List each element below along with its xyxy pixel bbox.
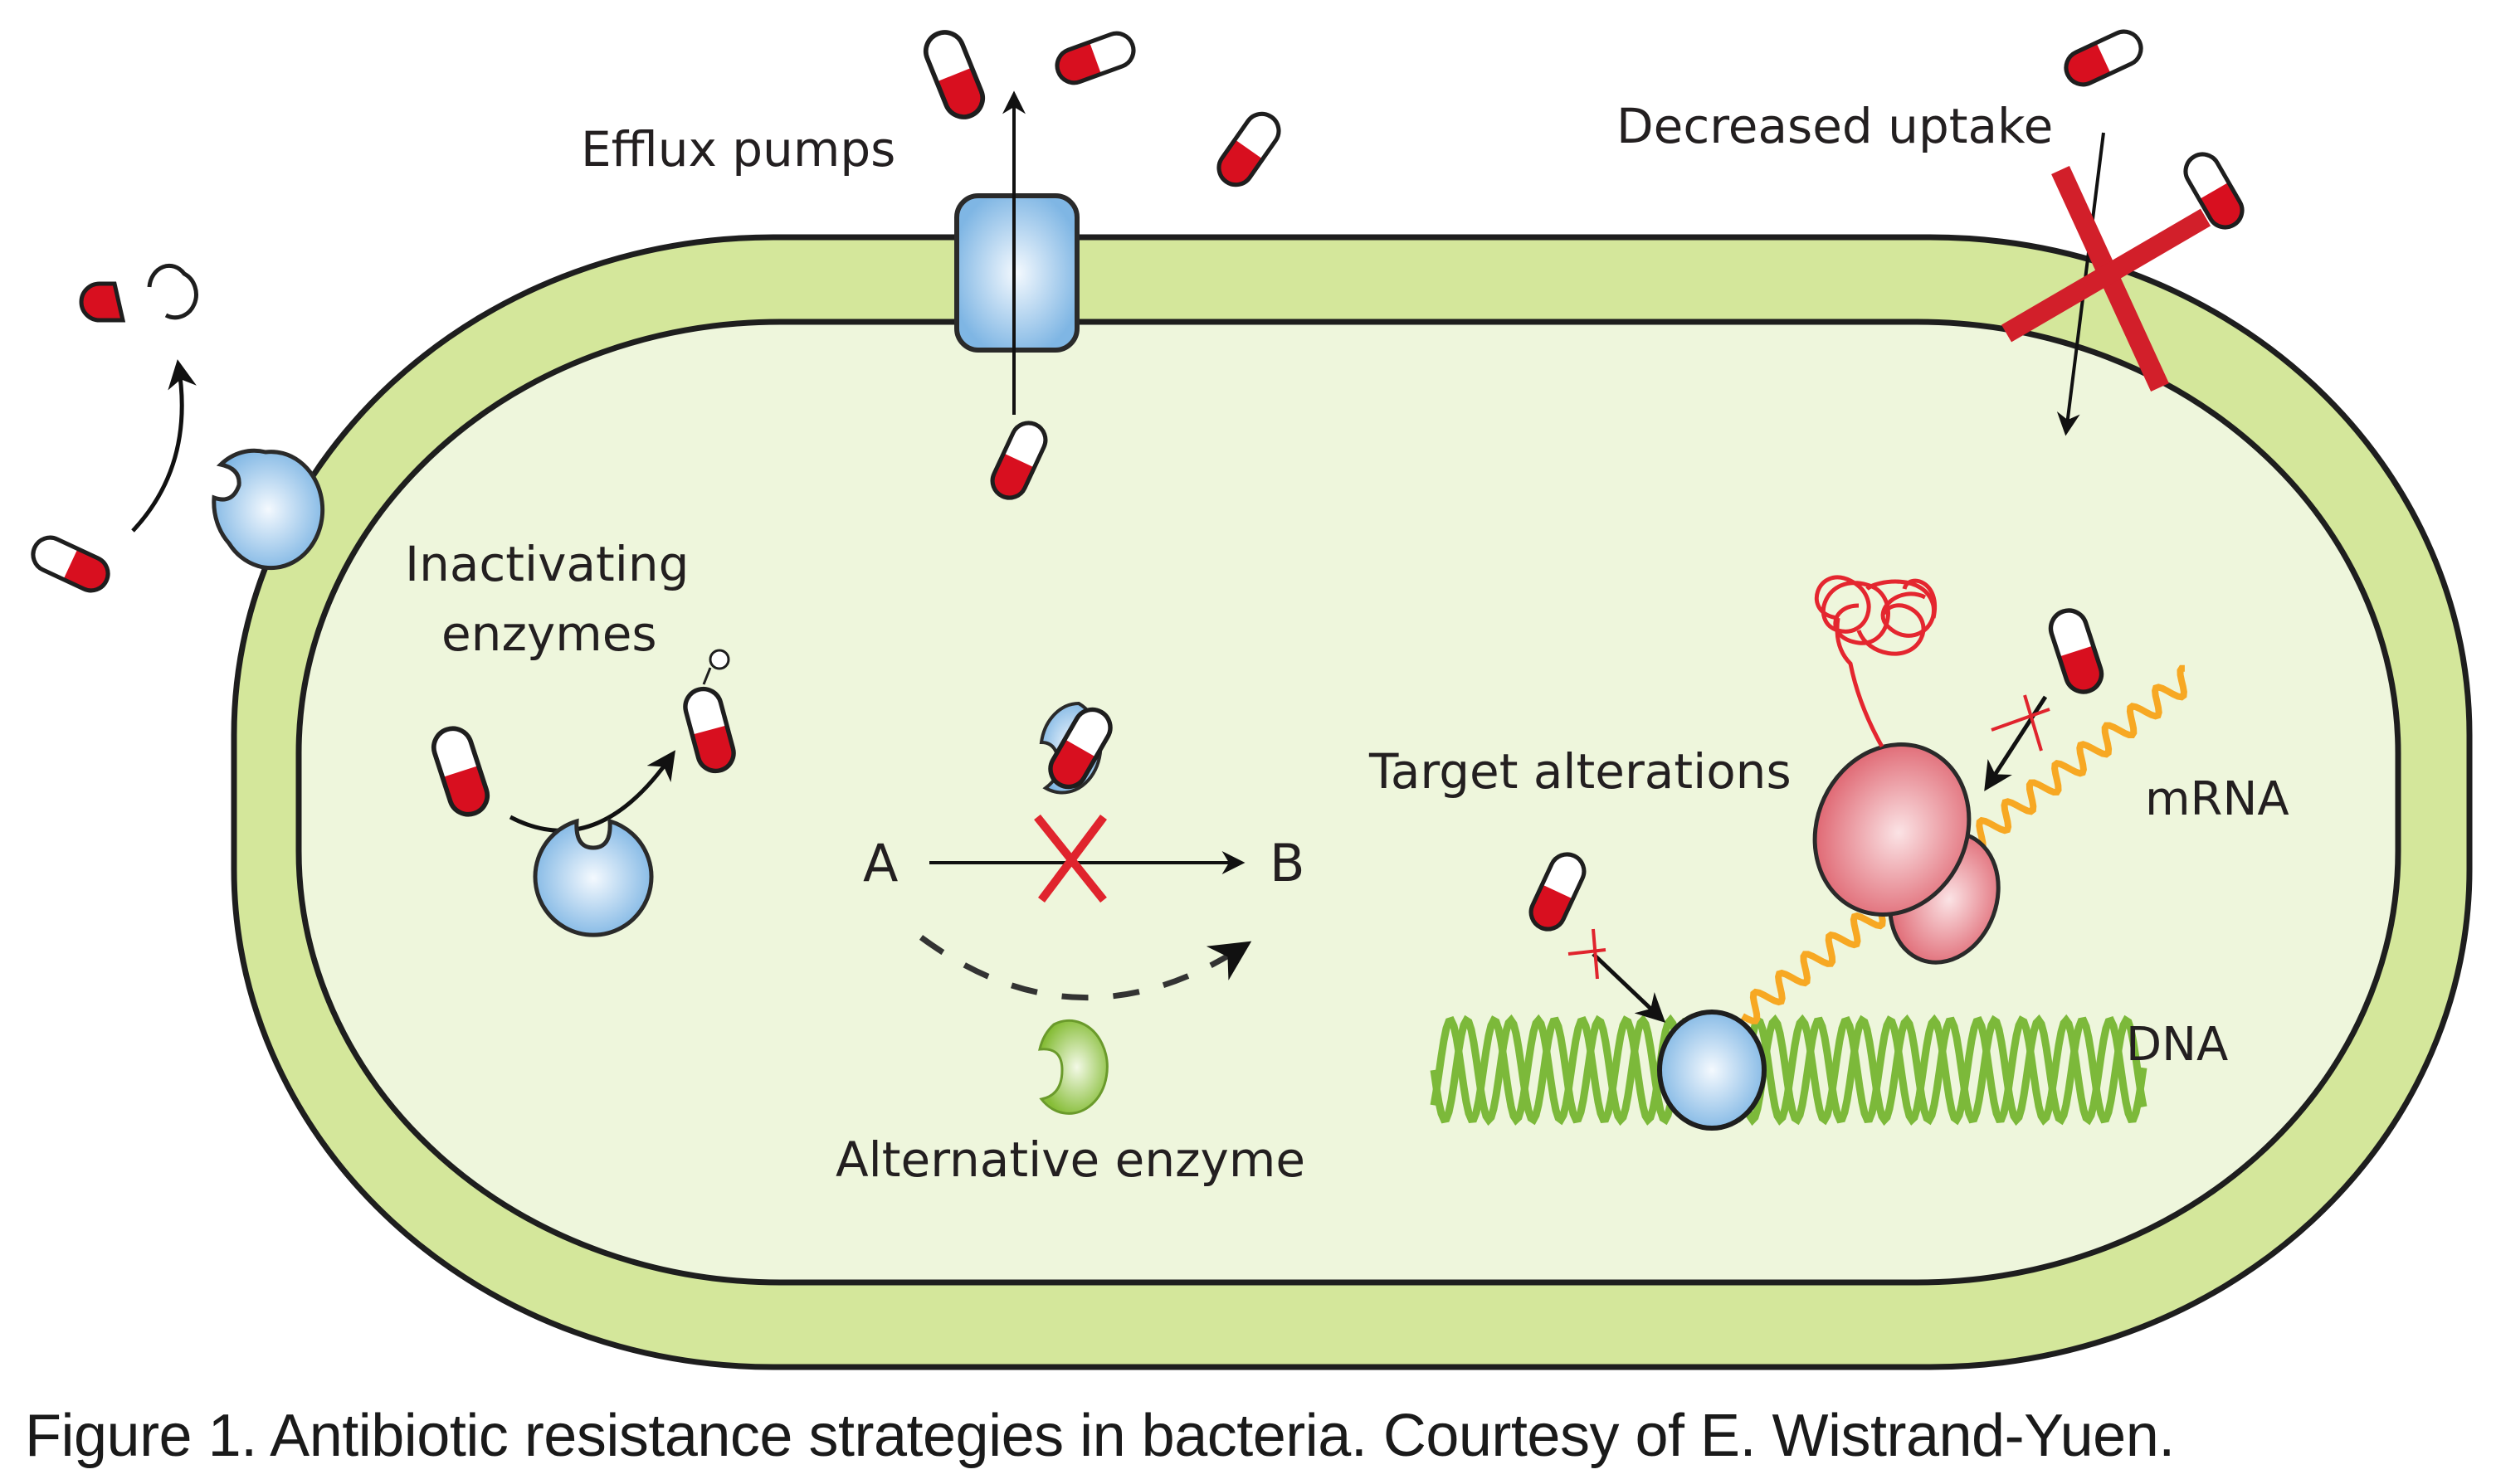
small-blocked-x-icon	[1567, 928, 1606, 980]
substrate-a-label: A	[863, 833, 898, 893]
bypass-dashed-arrow-icon	[919, 935, 1252, 1000]
figure-number: Figure 1.	[25, 1403, 257, 1469]
decreased-uptake-label: Decreased uptake	[1616, 98, 2053, 154]
pill-icon	[1052, 29, 1138, 88]
dna-label: DNA	[2126, 1018, 2228, 1072]
curved-arrow-icon	[131, 359, 197, 533]
figure-caption-text: Antibiotic resistance strategies in bact…	[256, 1403, 2175, 1469]
small-blocked-x-icon	[1991, 694, 2050, 752]
pill-icon	[27, 532, 114, 596]
alternative-enzyme-label: Alternative enzyme	[836, 1131, 1305, 1188]
efflux-pump-icon	[954, 193, 1080, 353]
blocked-x-icon	[2001, 166, 2211, 392]
ribosome-blocked-arrow-icon	[1984, 695, 2048, 791]
target-alterations-label: Target alterations	[1368, 743, 1792, 800]
dna-strand-2	[1430, 1014, 2147, 1126]
alternative-enzyme-icon	[1038, 1019, 1109, 1115]
modification-group-icon	[709, 649, 730, 670]
efflux-pump-group: Efflux pumps	[581, 27, 1285, 504]
alternative-enzyme-group: A B Alternative enzyme	[836, 703, 1305, 1188]
broken-pill-icon	[79, 263, 198, 323]
curved-arrow-icon	[509, 750, 675, 833]
modification-stem	[702, 667, 712, 685]
efflux-pumps-label: Efflux pumps	[581, 121, 895, 178]
product-b-label: B	[1270, 833, 1305, 893]
pill-icon	[1212, 107, 1285, 191]
membrane-enzyme-icon	[212, 448, 325, 571]
membrane-enzyme-group	[27, 263, 325, 596]
pill-icon	[920, 27, 988, 123]
inactivating-label-line1: Inactivating	[405, 536, 689, 592]
figure-caption: Figure 1. Antibiotic resistance strategi…	[25, 1402, 2175, 1470]
blocked-pathway-x-icon	[1034, 814, 1107, 903]
decreased-uptake-group: Decreased uptake	[1616, 26, 2248, 436]
pill-icon	[2060, 26, 2147, 90]
polypeptide-chain-icon	[1814, 575, 1938, 748]
target-alterations-group: Target alterations	[1368, 575, 2289, 1131]
inactivating-enzymes-group: Inactivating enzymes	[405, 536, 738, 937]
inactivating-label-line2: enzymes	[441, 606, 657, 662]
rna-polymerase-icon	[1657, 1010, 1767, 1131]
inactivating-enzyme-icon	[533, 818, 654, 937]
polymerase-blocked-arrow-icon	[1592, 952, 1666, 1023]
cytoplasm	[295, 319, 2401, 1286]
ribosome-large-subunit-icon	[1812, 742, 1972, 917]
mrna-label: mRNA	[2145, 772, 2289, 826]
